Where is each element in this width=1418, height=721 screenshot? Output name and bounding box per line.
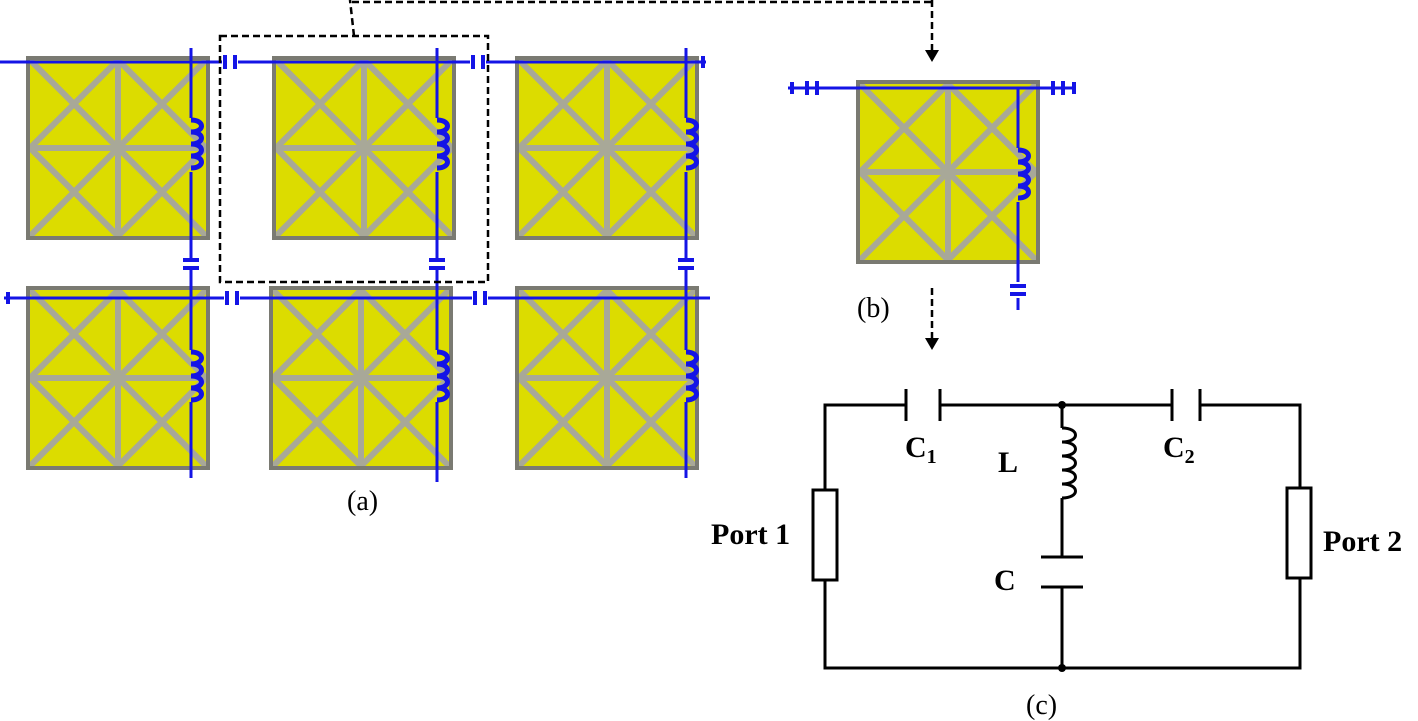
panel-label-b: (b) [857,293,890,324]
patch-r2c2 [271,288,451,468]
shunt-capacitor-icon [676,258,696,270]
patch-r1c2 [274,58,454,238]
arrow-down-icon [925,50,939,62]
port-1-label: Port 1 [711,518,790,551]
series-capacitor-icon [471,53,485,71]
junction-node [1058,401,1066,409]
panel-label-a: (a) [347,486,378,517]
c1-label: C1 [905,431,937,468]
inductor-icon [1061,426,1077,500]
vertical-wires [189,48,688,482]
c2-label: C2 [1163,431,1195,468]
patch-r2c1 [28,288,208,468]
capacitor-label: C [994,564,1016,597]
junction-node [1058,664,1066,672]
equivalent-circuit [811,389,1313,670]
patch-single [858,82,1038,262]
series-capacitor-icon [225,289,239,307]
shunt-capacitor-icon [427,258,447,270]
patch-r1c3 [517,58,697,238]
series-capacitor-icon [473,289,487,307]
shunt-capacitor-icon [181,258,201,270]
dashed-connector [348,0,934,50]
panel-label-c: (c) [1026,690,1057,721]
port-1-resistor [811,488,839,582]
series-capacitor-icon [223,53,237,71]
port-2-resistor [1285,486,1313,580]
shunt-capacitor-icon [1008,284,1028,296]
single-unit-cell [788,79,1076,310]
horizontal-wires [0,60,710,300]
inductor-label: L [998,446,1018,479]
unit-cell-array [0,34,710,482]
patch-r1c1 [28,58,208,238]
arrow-down-icon [925,338,939,350]
patch-r2c3 [517,288,697,468]
port-2-label: Port 2 [1323,525,1402,558]
